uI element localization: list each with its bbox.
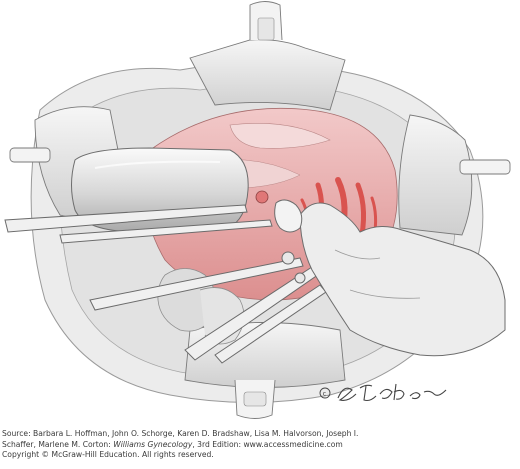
artist-signature: c xyxy=(319,383,447,402)
copyright-line: Copyright © McGraw-Hill Education. All r… xyxy=(2,450,214,460)
retractor-top xyxy=(189,1,346,111)
svg-text:c: c xyxy=(323,390,327,398)
book-title: Williams Gynecology xyxy=(113,439,193,449)
surgical-illustration xyxy=(4,1,511,419)
source-line-2-authors: Schaffer, Marlene M. Corton: xyxy=(2,439,114,449)
retractor-right xyxy=(398,114,511,236)
ovary xyxy=(255,190,269,204)
surgical-instruments xyxy=(4,204,327,364)
source-line-2: Schaffer, Marlene M. Corton: Williams Gy… xyxy=(2,440,518,451)
source-line-2-edition: , 3rd Edition: www.accessmedicine.com xyxy=(192,439,343,449)
figure-source-caption: Source: Barbara L. Hoffman, John O. Scho… xyxy=(2,429,518,461)
source-line-1: Source: Barbara L. Hoffman, John O. Scho… xyxy=(2,429,359,438)
gloved-hand xyxy=(274,199,506,357)
